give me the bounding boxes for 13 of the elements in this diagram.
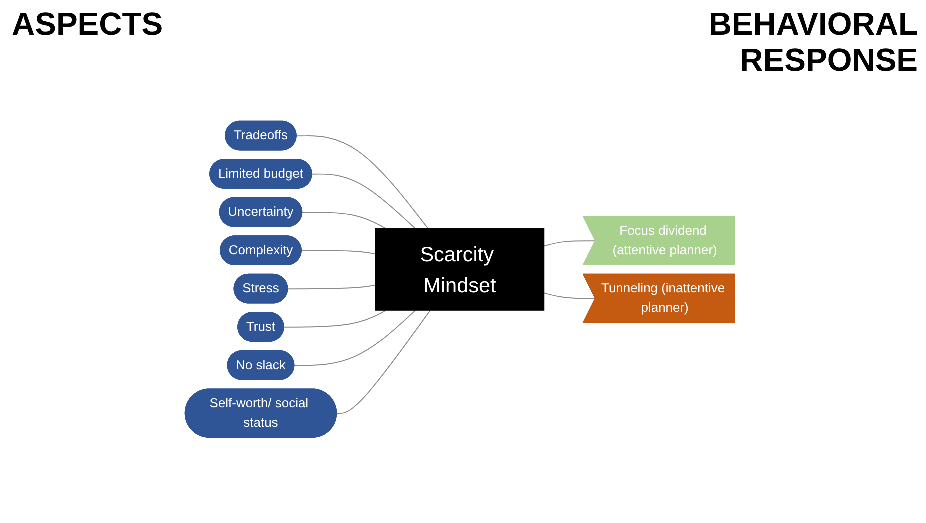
connector [296,135,429,229]
connector [301,250,376,254]
heading: ASPECTS [12,6,164,42]
heading: BEHAVIORAL RESPONSE [708,6,918,78]
connector [336,310,431,414]
connector [294,310,416,366]
connector [312,173,416,229]
connector [544,292,596,299]
connector [284,310,387,328]
connector [302,212,387,229]
node-box: Scarcity Mindset [375,228,545,310]
connector [288,284,376,290]
connector [544,240,596,246]
